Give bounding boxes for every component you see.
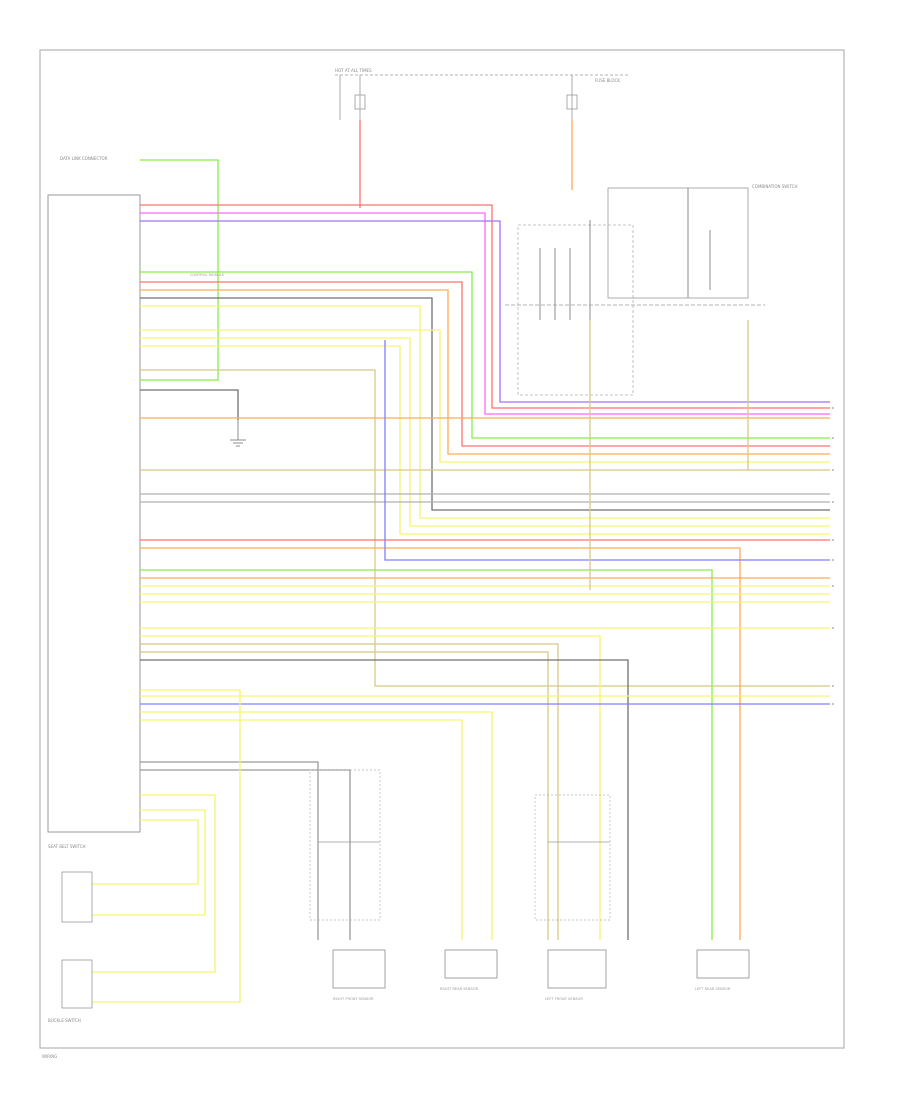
control-module-label: CONTROL MODULE (190, 273, 225, 277)
control-module-box (47, 194, 141, 833)
fuse-box-label: FUSE BLOCK (595, 78, 620, 83)
wire-end-markers (832, 407, 834, 705)
right-rear-sensor-box (444, 949, 498, 979)
data-link-label: DATA LINK CONNECTOR (60, 156, 108, 161)
left-rear-sensor-box (696, 949, 750, 979)
sensor-loops (309, 769, 611, 921)
right-front-sensor-box (332, 949, 386, 989)
switch-contacts (539, 188, 711, 320)
seat-belt-switch-label: SEAT BELT SWITCH (48, 844, 86, 849)
left-front-sensor-box (547, 949, 607, 989)
battery-feed-label: HOT AT ALL TIMES (335, 68, 372, 73)
right-front-sensor-label: RIGHT FRONT SENSOR (333, 997, 374, 1001)
left-front-sensor-label: LEFT FRONT SENSOR (545, 997, 583, 1001)
wire-runs-middle (140, 340, 830, 940)
ground-symbol (230, 420, 246, 447)
relay-box (607, 187, 749, 299)
seat-belt-switch-box (61, 871, 93, 923)
wire-runs-upper (140, 204, 830, 687)
diagram-border (39, 49, 845, 1049)
combination-switch-label: COMBINATION SWITCH (752, 184, 797, 189)
right-rear-sensor-label: RIGHT REAR SENSOR (440, 987, 479, 991)
fuse-right (566, 75, 578, 120)
footer-label: WIRING (42, 1054, 57, 1059)
wire-runs-lower (92, 320, 749, 1003)
combination-switch-box (517, 224, 634, 396)
buckle-switch-label: BUCKLE SWITCH (48, 1018, 81, 1023)
fuse-left (339, 75, 366, 120)
left-rear-sensor-label: LEFT REAR SENSOR (695, 987, 731, 991)
wire-green-dlc (140, 159, 219, 381)
buckle-switch-box (61, 959, 93, 1009)
